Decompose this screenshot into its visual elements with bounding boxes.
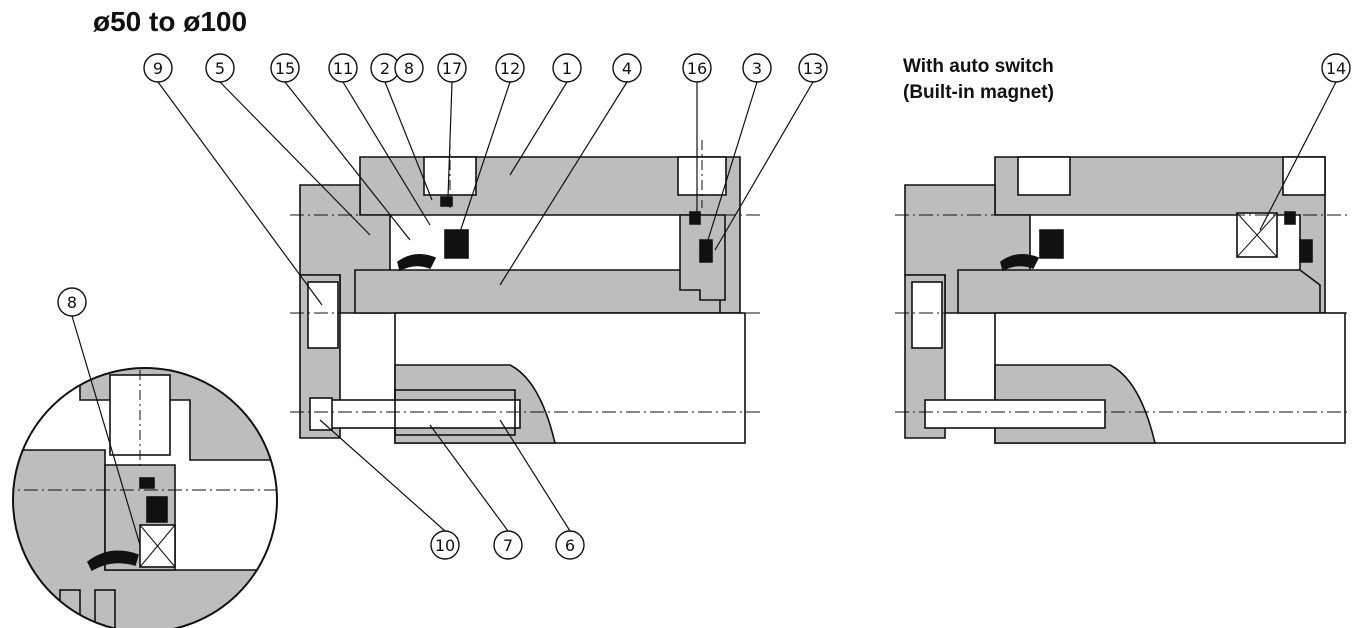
page-title: ø50 to ø100: [93, 6, 248, 37]
svg-text:17: 17: [442, 59, 462, 78]
seal-17: [440, 196, 453, 207]
callout-8a: 8: [394, 53, 424, 83]
svg-text:3: 3: [752, 59, 762, 78]
bolt: [319, 399, 521, 429]
svg-text:16: 16: [687, 59, 707, 78]
callout-10: 10: [430, 530, 460, 560]
svg-text:9: 9: [153, 59, 163, 78]
svg-text:1: 1: [562, 59, 572, 78]
svg-text:2: 2: [380, 59, 390, 78]
callout-5: 5: [205, 53, 235, 83]
seal-16: [689, 211, 701, 225]
piston-2: [957, 269, 1321, 314]
callout-4: 4: [612, 53, 642, 83]
plate-left: [307, 281, 339, 349]
leader-lines: [71, 81, 1337, 546]
callout-11: 11: [328, 53, 358, 83]
svg-text:8: 8: [67, 293, 77, 312]
auto-switch-view: [895, 156, 1350, 444]
callouts: 9 5 15 11 2 8 17 12 1 4 16 3 13 10 7 6 1…: [57, 53, 1351, 560]
plate-2: [911, 281, 943, 349]
detail-circle: [12, 367, 278, 628]
svg-text:4: 4: [622, 59, 632, 78]
piston: [354, 269, 721, 314]
main-section-view: [290, 140, 760, 444]
callout-17: 17: [437, 53, 467, 83]
seal-3: [699, 239, 713, 263]
svg-text:12: 12: [500, 59, 520, 78]
svg-text:15: 15: [275, 59, 295, 78]
seal-12: [444, 229, 469, 259]
callout-12: 12: [495, 53, 525, 83]
svg-text:7: 7: [503, 536, 513, 555]
svg-text:6: 6: [565, 536, 575, 555]
callout-9: 9: [143, 53, 173, 83]
wiper-seal: [397, 254, 437, 272]
bolt-head: [309, 397, 333, 431]
svg-text:10: 10: [435, 536, 455, 555]
svg-text:11: 11: [333, 59, 353, 78]
port-right-2: [1282, 156, 1326, 196]
svg-text:5: 5: [215, 59, 225, 78]
callout-15: 15: [270, 53, 300, 83]
port-left-2: [1017, 156, 1071, 196]
callout-6: 6: [555, 530, 585, 560]
callout-7: 7: [493, 530, 523, 560]
callout-3: 3: [742, 53, 772, 83]
svg-text:14: 14: [1326, 59, 1346, 78]
callout-13: 13: [798, 53, 828, 83]
auto-switch-title: With auto switch: [903, 56, 1054, 77]
svg-text:13: 13: [803, 59, 823, 78]
callout-14: 14: [1321, 53, 1351, 83]
callout-8: 8: [57, 287, 87, 317]
auto-switch-subtitle: (Built-in magnet): [903, 82, 1054, 103]
bolt-2: [924, 399, 1106, 429]
svg-text:8: 8: [404, 59, 414, 78]
callout-16: 16: [682, 53, 712, 83]
callout-1: 1: [552, 53, 582, 83]
